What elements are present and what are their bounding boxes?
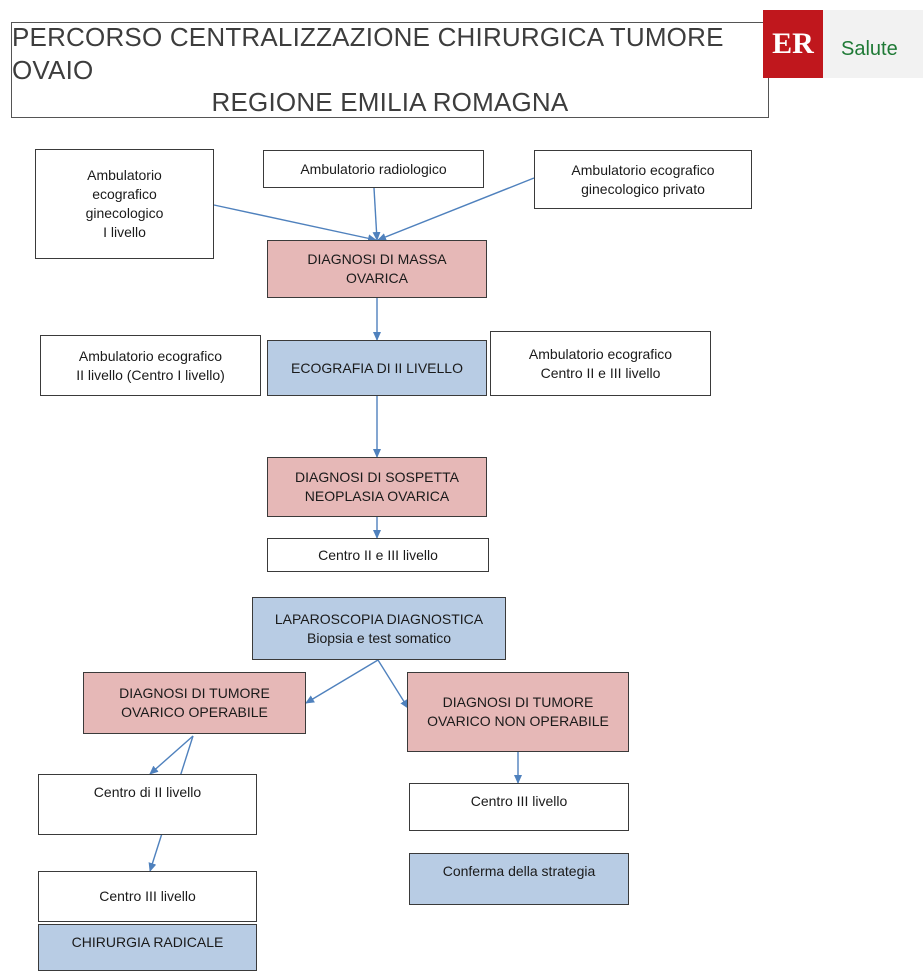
laparoscopia-box: LAPAROSCOPIA DIAGNOSTICA Biopsia e test … xyxy=(252,597,506,660)
amb-eco-2-box: Ambulatorio ecografico II livello (Centr… xyxy=(40,335,261,396)
diagram-title: PERCORSO CENTRALIZZAZIONE CHIRURGICA TUM… xyxy=(11,22,769,118)
conferma-strategia-box: Conferma della strategia xyxy=(409,853,629,905)
centro-2-box: Centro di II livello xyxy=(38,774,257,835)
diagnosi-massa-box: DIAGNOSI DI MASSA OVARICA xyxy=(267,240,487,298)
amb-radiologico-box: Ambulatorio radiologico xyxy=(263,150,484,188)
diagnosi-sospetta-box: DIAGNOSI DI SOSPETTA NEOPLASIA OVARICA xyxy=(267,457,487,517)
ecografia-2-box: ECOGRAFIA DI II LIVELLO xyxy=(267,340,487,396)
amb-eco-privato-box: Ambulatorio ecografico ginecologico priv… xyxy=(534,150,752,209)
tumore-operabile-box: DIAGNOSI DI TUMORE OVARICO OPERABILE xyxy=(83,672,306,734)
er-logo-mark: ER xyxy=(763,10,823,78)
amb-eco-centro23-box: Ambulatorio ecografico Centro II e III l… xyxy=(490,331,711,396)
centro-3-left-box: Centro III livello xyxy=(38,871,257,922)
centro-2-3-box: Centro II e III livello xyxy=(267,538,489,572)
arrow-lap-to-nonoperabile xyxy=(377,659,409,709)
title-line-1: PERCORSO CENTRALIZZAZIONE CHIRURGICA TUM… xyxy=(12,22,724,85)
arrow-lap-to-operabile xyxy=(305,659,379,704)
arrow-operabile-to-centro2 xyxy=(149,735,194,775)
centro-3-right-box: Centro III livello xyxy=(409,783,629,831)
chirurgia-radicale-box: CHIRURGIA RADICALE xyxy=(38,924,257,971)
tumore-non-operabile-box: DIAGNOSI DI TUMORE OVARICO NON OPERABILE xyxy=(407,672,629,752)
arrow-radio-to-massa xyxy=(372,187,381,241)
amb-eco-gin-1-box: Ambulatorio ecografico ginecologico I li… xyxy=(35,149,214,259)
er-salute-logo: ER Salute xyxy=(763,10,923,78)
arrow-privato-to-massa xyxy=(377,177,535,241)
arrow-amb1-to-massa xyxy=(213,204,377,243)
salute-logo-text: Salute xyxy=(841,38,898,60)
title-line-2: REGIONE EMILIA ROMAGNA xyxy=(211,87,569,118)
